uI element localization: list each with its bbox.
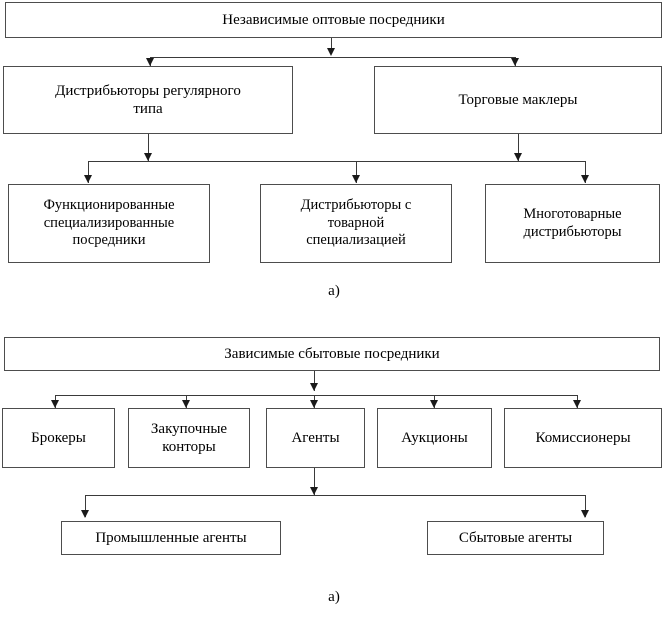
node-b-industrial-agents-label: Промышленные агенты bbox=[95, 529, 247, 546]
node-b-auctions[interactable]: Аукционы bbox=[377, 408, 492, 468]
arrowhead-a-branch-3-1 bbox=[352, 175, 360, 183]
arrowhead-b-agents-stem bbox=[310, 487, 318, 495]
connector-b-agents-stem bbox=[314, 468, 315, 495]
node-a-trade-brokers-label: Торговые маклеры bbox=[458, 91, 578, 108]
arrowhead-a-l2-1-stem bbox=[514, 153, 522, 161]
node-b-auctions-label: Аукционы bbox=[401, 429, 468, 446]
node-b-agents-label: Агенты bbox=[291, 429, 340, 446]
connector-a-branch-3-0 bbox=[88, 161, 89, 183]
connector-a-l2-0-stem bbox=[148, 134, 149, 161]
node-b-root-label: Зависимые сбытовые посредники bbox=[224, 345, 440, 362]
caption-diagram-b: a) bbox=[328, 589, 340, 605]
arrowhead-b-branch-0 bbox=[51, 400, 59, 408]
node-b-agents[interactable]: Агенты bbox=[266, 408, 365, 468]
node-b-brokers[interactable]: Брокеры bbox=[2, 408, 115, 468]
node-a-root[interactable]: Независимые оптовые посредники bbox=[5, 2, 662, 38]
connector-b-root-stem bbox=[314, 371, 315, 391]
connector-a-root-stem bbox=[331, 38, 332, 52]
node-a-root-label: Независимые оптовые посредники bbox=[222, 11, 445, 28]
arrowhead-a-branch-right bbox=[511, 58, 519, 66]
connector-b-branch-l3-0 bbox=[85, 495, 86, 517]
connector-a-bus-2 bbox=[88, 161, 585, 162]
arrowhead-b-branch-l3-1 bbox=[581, 510, 589, 518]
arrowhead-a-branch-left bbox=[146, 58, 154, 66]
caption-diagram-a: a) bbox=[328, 283, 340, 299]
connector-a-branch-3-1 bbox=[356, 161, 357, 183]
node-b-commission-agents-label: Комиссионеры bbox=[535, 429, 631, 446]
node-a-trade-brokers[interactable]: Торговые маклеры bbox=[374, 66, 662, 134]
arrowhead-a-l2-0-stem bbox=[144, 153, 152, 161]
node-a-multiproduct-distributors[interactable]: Многотоварные дистрибьюторы bbox=[485, 184, 660, 263]
connector-a-branch-3-2 bbox=[585, 161, 586, 183]
node-a-product-specialization[interactable]: Дистрибьюторы с товарной специализацией bbox=[260, 184, 452, 263]
arrowhead-b-branch-4 bbox=[573, 400, 581, 408]
node-b-commission-agents[interactable]: Комиссионеры bbox=[504, 408, 662, 468]
node-b-purchasing-offices[interactable]: Закупочные конторы bbox=[128, 408, 250, 468]
arrowhead-a-branch-3-0 bbox=[84, 175, 92, 183]
node-b-industrial-agents[interactable]: Промышленные агенты bbox=[61, 521, 281, 555]
node-b-sales-agents-label: Сбытовые агенты bbox=[458, 529, 573, 546]
arrowhead-b-root-stem bbox=[310, 383, 318, 391]
node-b-purchasing-offices-label: Закупочные конторы bbox=[150, 420, 228, 455]
connector-b-bus-1 bbox=[55, 395, 577, 396]
node-a-functional-specialized-label: Функционированные специализированные пос… bbox=[43, 196, 175, 249]
connector-b-branch-l3-1 bbox=[585, 495, 586, 517]
connector-a-bus-1 bbox=[150, 57, 516, 58]
node-a-functional-specialized[interactable]: Функционированные специализированные пос… bbox=[8, 184, 210, 263]
node-b-brokers-label: Брокеры bbox=[31, 429, 86, 446]
arrowhead-b-branch-l3-0 bbox=[81, 510, 89, 518]
arrowhead-a-branch-3-2 bbox=[581, 175, 589, 183]
node-a-distributors-regular[interactable]: Дистрибьюторы регулярного типа bbox=[3, 66, 293, 134]
node-b-sales-agents[interactable]: Сбытовые агенты bbox=[427, 521, 604, 555]
node-b-root[interactable]: Зависимые сбытовые посредники bbox=[4, 337, 660, 371]
node-a-product-specialization-label: Дистрибьюторы с товарной специализацией bbox=[300, 196, 412, 249]
node-a-distributors-regular-label: Дистрибьюторы регулярного типа bbox=[55, 82, 241, 117]
connector-b-bus-2 bbox=[85, 495, 585, 496]
arrowhead-b-branch-2 bbox=[310, 400, 318, 408]
connector-a-l2-1-stem bbox=[518, 134, 519, 161]
arrowhead-b-branch-1 bbox=[182, 400, 190, 408]
arrowhead-b-branch-3 bbox=[430, 400, 438, 408]
arrowhead-a-root-stem bbox=[327, 48, 335, 56]
node-a-multiproduct-distributors-label: Многотоварные дистрибьюторы bbox=[523, 205, 622, 240]
